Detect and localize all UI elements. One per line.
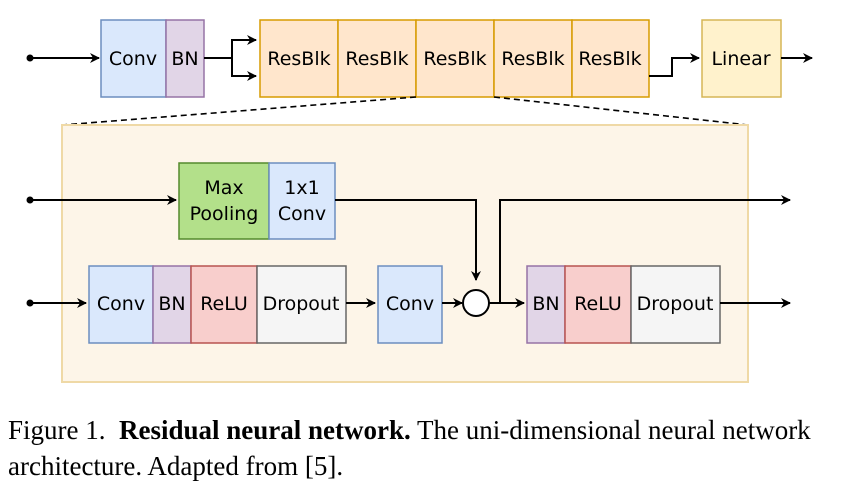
top-row: Conv BN ResBlk ResBlk ResBlk ResBlk ResB… — [26, 19, 813, 98]
maxpool-label-line1: Max — [204, 177, 243, 199]
zoom-line-right — [493, 96, 749, 126]
main-dropout-block — [256, 265, 347, 344]
resnet-diagram: Conv BN ResBlk ResBlk ResBlk ResBlk ResB… — [26, 19, 813, 383]
resblk-to-linear-arrow — [649, 53, 700, 77]
main-conv-block — [88, 265, 154, 344]
conv1x1-block — [268, 162, 336, 240]
main-relu-label: ReLU — [200, 293, 248, 315]
linear-label: Linear — [711, 48, 770, 70]
split-arrow-lower — [231, 58, 257, 81]
caption-text: The uni-dimensional neural network archi… — [8, 415, 811, 481]
top-bn-block — [165, 19, 205, 98]
post-bn-block — [526, 265, 566, 344]
resblk-4-label: ResBlk — [501, 48, 564, 70]
conv1x1-label-line1: 1x1 — [284, 177, 319, 199]
main-relu-block — [190, 265, 258, 344]
resblk-5-label: ResBlk — [578, 48, 641, 70]
resblk-1 — [259, 19, 339, 98]
maxpool-label-line2: Pooling — [190, 203, 259, 225]
top-bn-label: BN — [171, 48, 198, 70]
main-conv-label: Conv — [97, 293, 145, 315]
top-conv-label: Conv — [109, 48, 157, 70]
main-bn-block — [152, 265, 192, 344]
maxpool-block — [178, 162, 270, 240]
resblk-1-label: ResBlk — [267, 48, 330, 70]
mid-conv-block — [377, 265, 443, 344]
mid-conv-label: Conv — [386, 293, 434, 315]
post-relu-label: ReLU — [574, 293, 622, 315]
main-path: Conv BN ReLU Dropout Conv BN ReLU Dropou… — [26, 195, 791, 344]
caption-prefix: Figure 1. — [8, 415, 106, 445]
resblk-5 — [571, 19, 650, 98]
resblk-3-label: ResBlk — [423, 48, 486, 70]
caption-title: Residual neural network. — [119, 415, 411, 445]
zoom-line-left — [61, 96, 417, 126]
skip-to-sum-arrow — [335, 199, 481, 281]
main-bn-label: BN — [158, 293, 185, 315]
skip-output-arrow — [499, 195, 791, 303]
resblk-3 — [415, 19, 495, 98]
resblk-4 — [493, 19, 573, 98]
conv1x1-label-line2: Conv — [278, 203, 326, 225]
post-dropout-label: Dropout — [637, 293, 714, 315]
skip-path: Max Pooling 1x1 Conv — [26, 162, 481, 281]
sum-node — [462, 289, 490, 317]
post-dropout-block — [630, 265, 721, 344]
post-bn-label: BN — [532, 293, 559, 315]
main-dropout-label: Dropout — [263, 293, 340, 315]
figure-caption: Figure 1. Residual neural network. The u… — [8, 412, 838, 484]
split-arrow-upper — [204, 35, 257, 59]
resblk-2-label: ResBlk — [345, 48, 408, 70]
resblk-2 — [337, 19, 417, 98]
